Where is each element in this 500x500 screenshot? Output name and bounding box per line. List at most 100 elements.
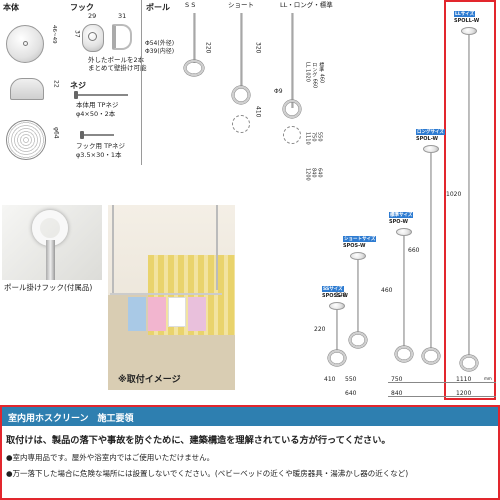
lineup-model-0: SPOSS-W bbox=[322, 293, 348, 299]
lineup-ext1-2: 750 bbox=[391, 376, 403, 383]
pole-ll-ext1-c: 550 bbox=[316, 132, 323, 142]
body-dim3: φ64 bbox=[52, 127, 60, 139]
pole-ss-label: S S bbox=[185, 1, 196, 9]
hook-width1: 29 bbox=[88, 12, 97, 20]
screw2-label: フック用 TPネジ bbox=[76, 142, 125, 150]
lineup-len-0: 220 bbox=[314, 326, 326, 333]
screw-title: ネジ bbox=[70, 81, 86, 90]
lineup-pole-3 bbox=[430, 153, 432, 348]
lineup-model-2: SPO-W bbox=[389, 219, 408, 225]
lineup-pole-4 bbox=[468, 35, 470, 355]
lineup-pole-0 bbox=[336, 310, 338, 350]
lineup-len-1: 320 bbox=[335, 292, 347, 299]
lineup-tag-1: ショートサイズ bbox=[343, 236, 377, 242]
notice-lead: 取付けは、製品の落下や事故を防ぐために、建築構造を理解されている方が行ってくださ… bbox=[6, 435, 391, 446]
notice-header: 室内用ホスクリーン 施工要領 bbox=[2, 407, 498, 426]
lineup-ring-2 bbox=[395, 346, 413, 362]
pole-ll-ext1-a: 1110 bbox=[304, 132, 311, 145]
room-photo-pole-right bbox=[216, 205, 218, 290]
pole-ll-dia: Φ9 bbox=[274, 88, 283, 95]
pole-ll-ext2-c: 640 bbox=[316, 168, 323, 178]
pole-short-length: 320 bbox=[254, 42, 262, 54]
screw2-shaft bbox=[84, 134, 114, 136]
room-photo-cloth4 bbox=[188, 297, 206, 331]
screw1-size: φ4×50・2本 bbox=[76, 110, 116, 118]
lineup-ext1-1: 550 bbox=[345, 376, 357, 383]
lineup-ext1-line bbox=[388, 382, 496, 383]
hook-note2: まとめて壁掛け可能 bbox=[88, 64, 147, 72]
ll-highlight-box bbox=[444, 0, 496, 400]
body-top-view bbox=[6, 25, 44, 63]
room-photo bbox=[108, 205, 235, 390]
lineup-ext2-4: 1200 bbox=[456, 390, 472, 397]
screw1-label: 本体用 TPネジ bbox=[76, 101, 119, 109]
screw2-size: φ3.5×30・1本 bbox=[76, 151, 122, 159]
body-side-view bbox=[10, 78, 44, 100]
lineup-tag-3: ロングサイズ bbox=[416, 129, 445, 135]
pole-ll-label: LL・ロング・標準 bbox=[280, 1, 333, 9]
pole-ll-ext1-b: 750 bbox=[310, 132, 317, 142]
lineup-model-3: SPOL-W bbox=[416, 136, 439, 142]
lineup-ext2-2: 840 bbox=[391, 390, 403, 397]
pole-ll-lengths-1: LL 1020 bbox=[304, 62, 311, 82]
lineup-ext2-line bbox=[388, 396, 496, 397]
hook-height: 37 bbox=[73, 30, 81, 38]
body-center-hole bbox=[23, 41, 28, 46]
lineup-cap-0 bbox=[329, 302, 345, 310]
screw1-shaft bbox=[78, 94, 128, 96]
hook-photo bbox=[2, 205, 102, 280]
lineup-pole-2 bbox=[403, 236, 405, 346]
body-dim1: 46~49 bbox=[50, 25, 57, 44]
lineup-cap-4 bbox=[461, 27, 477, 35]
lineup-cap-3 bbox=[423, 145, 439, 153]
lineup-ring-4 bbox=[460, 355, 478, 371]
pole-ll-ext2-b: 840 bbox=[310, 168, 317, 178]
pole-short-extended: 410 bbox=[254, 106, 262, 118]
hook-photo-pole bbox=[46, 240, 55, 280]
pole-ll-ring-extended bbox=[283, 126, 301, 144]
pole-ll-shaft bbox=[291, 13, 294, 108]
pole-ll-ring bbox=[283, 100, 301, 118]
lineup-len-3: 660 bbox=[408, 246, 420, 254]
hook-width2: 31 bbox=[118, 12, 127, 20]
hook-note1: 外したポールを2本 bbox=[88, 56, 145, 64]
pole-short-shaft bbox=[240, 13, 243, 88]
screw1-head bbox=[74, 91, 78, 99]
pole-ss-ring bbox=[184, 60, 204, 76]
pole-ss-inner-dia: Φ39(内径) bbox=[145, 48, 175, 55]
screw2-head bbox=[80, 131, 84, 139]
pole-short-ring-extended bbox=[232, 115, 250, 133]
room-photo-caption: ※取付イメージ bbox=[118, 375, 181, 385]
pole-ss-outer-dia: Φ54(外径) bbox=[145, 40, 175, 47]
pole-section-divider bbox=[141, 0, 142, 165]
lineup-ring-0 bbox=[328, 350, 346, 366]
body-dim2: 22 bbox=[52, 80, 60, 88]
notice-box: 室内用ホスクリーン 施工要領 取付けは、製品の落下や事故を防ぐために、建築構造を… bbox=[0, 405, 500, 500]
lineup-ext1-4: 1110 bbox=[456, 376, 472, 383]
lineup-tag-2: 標準サイズ bbox=[389, 212, 414, 218]
room-photo-cloth1 bbox=[128, 297, 146, 331]
lineup-ring-3 bbox=[422, 348, 440, 364]
lineup-ring-1 bbox=[349, 332, 367, 348]
pole-title: ポール bbox=[146, 3, 170, 12]
lineup-model-1: SPOS-W bbox=[343, 243, 366, 249]
hook-photo-caption: ポール掛けフック(付属品) bbox=[4, 283, 93, 292]
lineup-unit: mm bbox=[484, 376, 492, 381]
body-title: 本体 bbox=[3, 3, 19, 12]
pole-ll-lengths-2: ロング 660 bbox=[311, 62, 318, 89]
lineup-model-4: SPOLL-W bbox=[454, 18, 480, 24]
lineup-cap-1 bbox=[350, 252, 366, 260]
body-bottom-view bbox=[6, 120, 46, 160]
pole-ll-lengths-3: 標準 460 bbox=[318, 62, 325, 84]
pole-short-ring bbox=[232, 86, 250, 104]
lineup-len-4: 1020 bbox=[446, 191, 462, 198]
lineup-pole-1 bbox=[357, 260, 359, 332]
notice-item-1: ●室内専用品です。屋外や浴室内ではご使用いただけません。 bbox=[6, 453, 215, 462]
pole-ll-ext2-a: 1200 bbox=[304, 168, 311, 181]
room-photo-pole-left bbox=[112, 205, 114, 295]
pole-ss-shaft bbox=[193, 13, 196, 63]
hook-title: フック bbox=[70, 3, 94, 12]
lineup-len-2: 460 bbox=[381, 287, 393, 294]
room-photo-cloth3 bbox=[168, 297, 186, 327]
room-photo-bar bbox=[110, 293, 222, 295]
